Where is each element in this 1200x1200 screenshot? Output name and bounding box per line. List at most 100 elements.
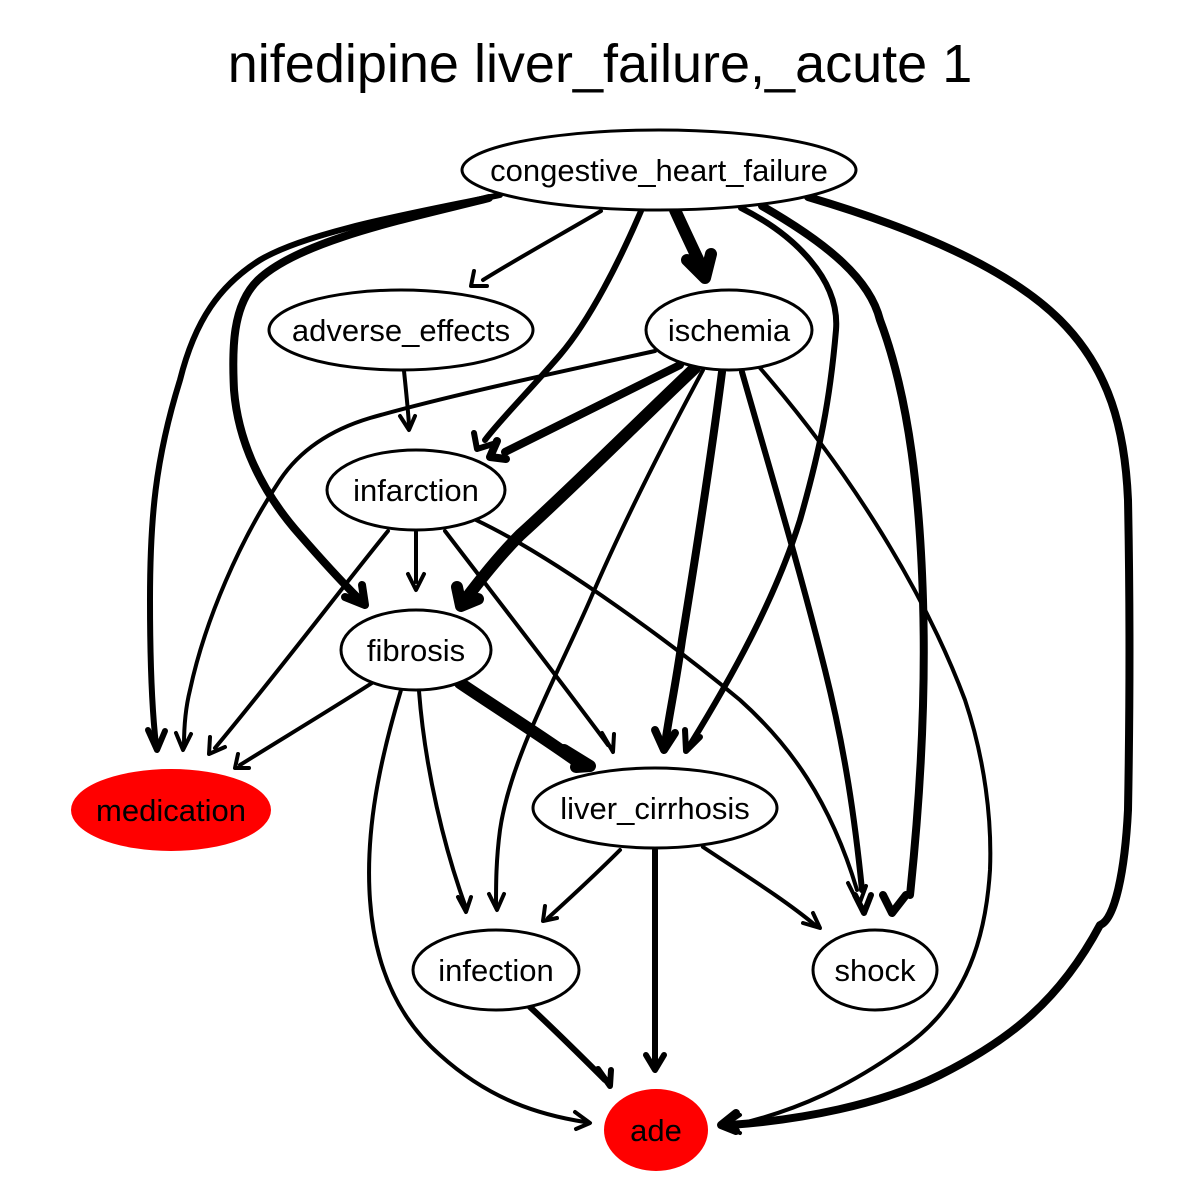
edge-liver-cirrhosis-to-ade <box>643 847 667 1073</box>
edge-line <box>443 529 610 747</box>
node-label: liver_cirrhosis <box>560 791 749 826</box>
edge-line <box>661 368 726 749</box>
node-label: ischemia <box>668 313 791 348</box>
edge-fibrosis-to-medication <box>233 681 374 770</box>
edge-arrowhead <box>406 572 426 592</box>
edge-arrowhead <box>651 726 679 754</box>
edge-ischemia-to-fibrosis <box>451 362 701 612</box>
edge-liver-cirrhosis-to-shock <box>701 845 822 930</box>
edge-liver-cirrhosis-to-infection <box>541 848 622 923</box>
edge-arrowhead <box>451 581 484 612</box>
edge-arrowhead <box>456 895 473 914</box>
node-ellipse <box>339 608 493 692</box>
node-ellipse <box>531 766 779 850</box>
node-ellipse <box>267 288 535 372</box>
edge-arrowhead <box>643 1052 667 1073</box>
edge-infarction-to-liver-cirrhosis <box>443 529 616 754</box>
edge-congestive-heart-failure-to-adverse-effects <box>469 209 603 288</box>
node-infarction: infarction <box>325 448 507 532</box>
edge-line <box>229 194 493 602</box>
edge-fibrosis-to-liver-cirrhosis <box>454 677 596 773</box>
node-ellipse <box>460 128 858 212</box>
node-infection: infection <box>411 928 581 1012</box>
node-label: medication <box>96 793 246 828</box>
node-shock: shock <box>811 928 939 1012</box>
edge-fibrosis-to-ade <box>367 688 592 1131</box>
edge-line <box>527 1004 608 1083</box>
edge-infection-to-ade <box>527 1004 614 1089</box>
edge-arrowhead <box>681 248 717 284</box>
edge-infarction-to-fibrosis <box>406 530 426 592</box>
node-ade: ade <box>604 1089 708 1171</box>
edge-line <box>147 192 503 748</box>
edge-congestive-heart-failure-to-fibrosis <box>229 194 493 609</box>
edge-arrowhead <box>600 731 616 754</box>
edge-ischemia-to-ade <box>723 366 993 1135</box>
edge-line <box>481 209 603 282</box>
edge-line <box>758 202 928 899</box>
node-ellipse <box>325 448 507 532</box>
edges-layer <box>145 192 1134 1135</box>
edge-congestive-heart-failure-to-infarction <box>471 208 644 452</box>
edge-line <box>494 368 705 907</box>
edge-arrowhead <box>487 892 506 912</box>
edge-arrowhead <box>471 430 496 452</box>
edge-line <box>367 688 587 1124</box>
edge-arrowhead <box>541 904 559 923</box>
edge-line <box>733 366 993 1127</box>
edge-congestive-heart-failure-to-ischemia <box>669 204 717 284</box>
edge-arrowhead <box>846 881 868 907</box>
node-ellipse <box>411 928 581 1012</box>
edge-line <box>546 848 622 920</box>
edge-infarction-to-shock <box>474 518 868 907</box>
edge-arrowhead <box>207 735 227 756</box>
node-ellipse <box>811 928 939 1012</box>
edge-arrowhead <box>174 731 193 752</box>
edge-adverse-effects-to-infarction <box>398 369 417 432</box>
edge-arrowhead <box>682 727 703 754</box>
node-label: infection <box>438 953 553 988</box>
edge-congestive-heart-failure-to-medication <box>145 192 503 753</box>
edge-arrowhead <box>145 727 168 753</box>
node-label: ade <box>630 1113 682 1148</box>
node-ellipse <box>71 769 271 851</box>
edge-line <box>238 681 374 767</box>
edge-ischemia-to-shock <box>739 369 874 916</box>
edge-line <box>459 362 701 606</box>
edge-line <box>417 689 467 907</box>
edge-infarction-to-medication <box>207 529 390 756</box>
edge-ischemia-to-infarction <box>486 361 684 463</box>
node-fibrosis: fibrosis <box>339 608 493 692</box>
edge-ischemia-to-liver-cirrhosis <box>651 368 726 754</box>
node-ischemia: ischemia <box>644 288 814 372</box>
edge-line <box>687 205 840 748</box>
edge-arrowhead <box>573 1110 592 1131</box>
edge-arrowhead <box>233 752 251 770</box>
edge-line <box>726 193 1134 1129</box>
edge-line <box>213 529 390 750</box>
edge-fibrosis-to-infection <box>417 689 473 914</box>
edge-arrowhead <box>879 891 910 917</box>
edge-line <box>701 845 817 927</box>
node-medication: medication <box>71 769 271 851</box>
node-ellipse <box>604 1089 708 1171</box>
edge-arrowhead <box>469 269 489 288</box>
node-ellipse <box>644 288 814 372</box>
edge-line <box>454 677 581 766</box>
edge-ischemia-to-infection <box>487 368 705 912</box>
edge-arrowhead <box>558 744 596 773</box>
edge-line <box>482 208 644 443</box>
graph-title: nifedipine liver_failure,_acute 1 <box>228 34 972 94</box>
node-liver-cirrhosis: liver_cirrhosis <box>531 766 779 850</box>
edge-arrowhead <box>486 437 510 463</box>
node-label: infarction <box>353 473 479 508</box>
node-label: shock <box>835 953 916 988</box>
node-label: fibrosis <box>367 633 465 668</box>
node-label: adverse_effects <box>292 313 510 348</box>
edge-line <box>182 349 657 747</box>
edge-line <box>501 361 684 456</box>
edge-line <box>474 518 859 892</box>
edge-congestive-heart-failure-to-shock <box>758 202 928 917</box>
edge-ischemia-to-medication <box>174 349 657 752</box>
